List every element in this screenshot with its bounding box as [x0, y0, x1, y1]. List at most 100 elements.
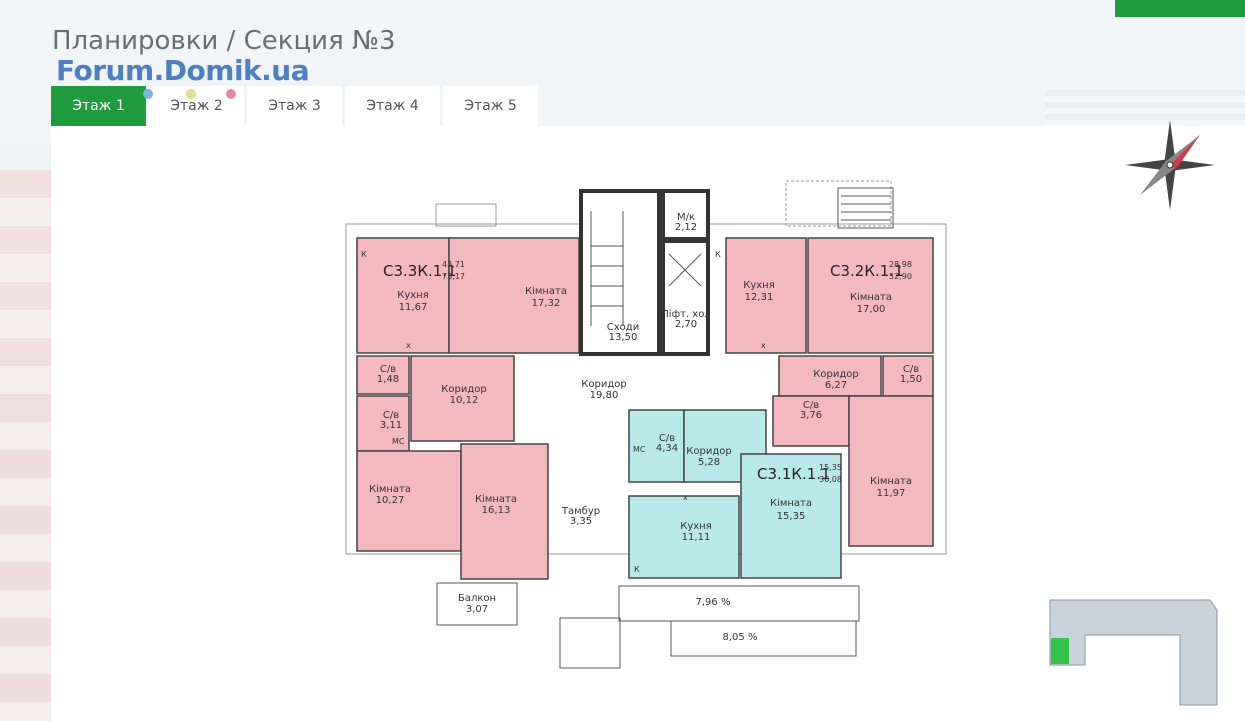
area-corridor-center: 5,28 [698, 457, 720, 468]
availability-dot-yellow [186, 89, 196, 99]
area-corridor-left: 10,12 [450, 395, 479, 406]
area-room-left-top: 17,32 [532, 298, 561, 309]
availability-dot-blue [143, 89, 153, 99]
tab-label: Этаж 1 [72, 98, 125, 114]
label-tambur: Тамбур [561, 506, 600, 517]
tab-label: Этаж 5 [464, 98, 517, 114]
apt-center-area-total: 36,08 [819, 475, 842, 484]
area-balcony: 3,07 [466, 604, 488, 615]
label-bath-center: С/в [659, 433, 675, 444]
floor-plan: С3.3К.1.1 43,71 73,17 С3.2К.1.1 28,98 52… [345, 180, 947, 669]
tab-floor-3[interactable]: Этаж 3 [247, 86, 342, 126]
label-kitchen-center: Кухня [680, 521, 712, 532]
tab-floor-1[interactable]: Этаж 1 [51, 86, 146, 126]
label-corridor-right: Коридор [813, 369, 858, 380]
background-building-left [0, 170, 52, 721]
apt-center-code: С3.1К.1.1 [757, 465, 831, 483]
label-corridor-center: Коридор [686, 446, 731, 457]
area-lift: 2,70 [675, 319, 697, 330]
mark-x-left: х [406, 341, 411, 350]
mark-x-right: х [761, 341, 766, 350]
apt-center-area-living: 15,35 [819, 463, 842, 472]
area-bath-left: 3,11 [380, 420, 402, 431]
corridor-left[interactable] [410, 355, 515, 442]
availability-dot-pink [226, 89, 236, 99]
area-bath-right: 3,76 [800, 410, 822, 421]
label-lift: Ліфт. хол [661, 308, 710, 320]
area-room-left-low: 10,27 [376, 495, 405, 506]
bath-left[interactable] [356, 395, 410, 452]
area-kitchen-left: 11,67 [399, 302, 428, 313]
tab-floor-4[interactable]: Этаж 4 [345, 86, 440, 126]
top-right-green-button[interactable] [1115, 0, 1245, 17]
label-bath-left: С/в [383, 410, 399, 421]
label-kitchen-right: Кухня [743, 280, 775, 291]
apt-right-area-living: 28,98 [889, 260, 912, 269]
area-mk: 2,12 [675, 222, 697, 233]
label-room-left-mid: Кімната [475, 493, 517, 505]
label-room-center: Кімната [770, 497, 812, 509]
label-kitchen-left: Кухня [397, 290, 429, 301]
room-center[interactable] [740, 453, 842, 579]
apt-right-area-total: 52,90 [889, 272, 912, 281]
label-room-right-low: Кімната [870, 475, 912, 487]
label-room-left-top: Кімната [525, 285, 567, 297]
apt-right-code: С3.2К.1.1 [830, 262, 904, 280]
apt-left-area-living: 43,71 [442, 260, 465, 269]
area-kitchen-center: 11,11 [682, 532, 711, 543]
area-room-center: 15,35 [777, 511, 806, 522]
apt-left-area-total: 73,17 [442, 272, 465, 281]
label-corridor-left: Коридор [441, 384, 486, 395]
mark-mc-left: МС [392, 437, 405, 446]
room-right-top[interactable] [807, 237, 934, 354]
area-room-right-top: 17,00 [857, 304, 886, 315]
label-bath-right: С/в [803, 400, 819, 411]
room-left-low[interactable] [356, 450, 462, 552]
area-room-right-low: 11,97 [877, 488, 906, 499]
corridor-center[interactable] [683, 409, 767, 483]
page-title: Планировки / Секция №3 [52, 26, 396, 56]
mark-k-right: К [715, 250, 721, 259]
room-right-low[interactable] [848, 395, 934, 547]
label-room-left-low: Кімната [369, 483, 411, 495]
area-corridor-right: 6,27 [825, 380, 847, 391]
area-bath-center: 4,34 [656, 443, 678, 454]
stairs[interactable] [579, 189, 661, 356]
tab-floor-2[interactable]: Этаж 2 [143, 86, 244, 126]
bath-left-top[interactable] [356, 355, 410, 395]
corridor-right[interactable] [778, 355, 882, 397]
ramp-label-2: 8,05 % [723, 632, 758, 643]
label-stairs: Сходи [607, 322, 639, 333]
floor-plan-panel: С3.3К.1.1 43,71 73,17 С3.2К.1.1 28,98 52… [51, 120, 1245, 721]
compass-icon [1125, 120, 1215, 210]
label-mk: М/к [677, 212, 695, 223]
watermark-logo: Forum.Domik.ua [56, 54, 310, 87]
area-kitchen-right: 12,31 [745, 292, 774, 303]
tab-label: Этаж 2 [170, 98, 223, 114]
lift-hall[interactable] [661, 239, 710, 356]
floor-tabs: Этаж 1 Этаж 2 Этаж 3 Этаж 4 Этаж 5 [51, 86, 541, 126]
area-bath-right-top: 1,50 [900, 374, 922, 385]
label-bath-right-top: С/в [903, 364, 919, 375]
mark-x-center: х [683, 493, 688, 502]
room-left-top[interactable] [448, 237, 580, 354]
room-left-mid[interactable] [460, 443, 549, 580]
area-stairs: 13,50 [609, 332, 638, 343]
building-minimap[interactable] [1045, 590, 1225, 710]
kitchen-right[interactable] [725, 237, 807, 354]
tab-floor-5[interactable]: Этаж 5 [443, 86, 538, 126]
mark-mc-center: МС [633, 445, 646, 454]
mark-k-center: К [634, 565, 640, 574]
area-tambur: 3,35 [570, 516, 592, 527]
minimap-section-highlight [1051, 638, 1069, 664]
bath-center[interactable] [628, 409, 685, 483]
ramp-label-1: 7,96 % [696, 597, 731, 608]
area-bath-left-top: 1,48 [377, 374, 399, 385]
kitchen-center[interactable] [628, 495, 740, 579]
area-corridor-main: 19,80 [590, 390, 619, 401]
mark-k-left: К [361, 250, 367, 259]
apt-left-code: С3.3К.1.1 [383, 262, 457, 280]
tab-label: Этаж 3 [268, 98, 321, 114]
bath-right[interactable] [772, 395, 850, 447]
label-corridor-main: Коридор [581, 379, 626, 390]
